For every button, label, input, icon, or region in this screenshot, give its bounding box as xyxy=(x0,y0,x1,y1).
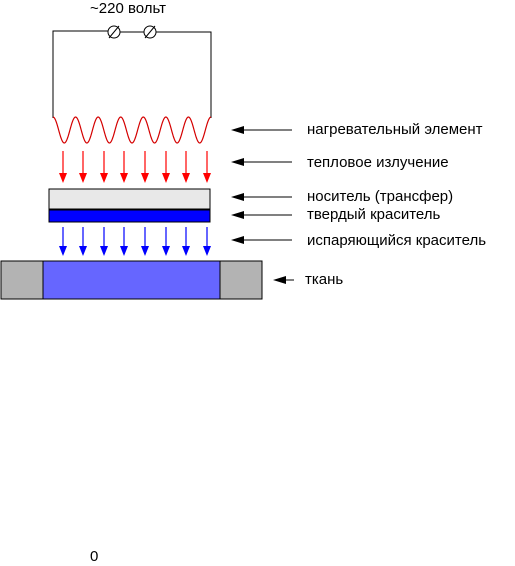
heat-arrow-6 xyxy=(162,151,170,183)
vapor-dye-label: испаряющийся краситель xyxy=(307,232,487,249)
dye-arrow-5 xyxy=(141,227,149,256)
heat-arrow-1 xyxy=(59,151,67,183)
dye-arrow-6 xyxy=(162,227,170,256)
fabric-label: ткань xyxy=(305,271,344,288)
pointer-vapor-dye xyxy=(231,236,292,244)
dye-arrow-3 xyxy=(100,227,108,256)
pointer-radiation xyxy=(231,158,292,166)
right-wire xyxy=(156,31,212,118)
heat-arrow-7 xyxy=(182,151,190,183)
fabric-left-edge xyxy=(0,260,44,300)
pointer-heater xyxy=(231,126,292,134)
solid-dye-label: твердый краситель xyxy=(307,206,441,223)
heat-arrow-5 xyxy=(141,151,149,183)
pointer-arrows xyxy=(231,126,294,284)
heating-coil xyxy=(52,116,212,144)
dye-arrow-4 xyxy=(120,227,128,256)
carrier-plate xyxy=(48,188,211,210)
fabric-center xyxy=(42,260,221,300)
carrier-label: носитель (трансфер) xyxy=(307,188,454,205)
dye-arrow-2 xyxy=(79,227,87,256)
power-circuit xyxy=(52,25,212,118)
footer-number: 0 xyxy=(90,548,99,565)
voltage-label: ~220 вольт xyxy=(90,0,167,17)
dye-arrow-7 xyxy=(182,227,190,256)
heat-arrow-8 xyxy=(203,151,211,183)
fabric-right-edge xyxy=(219,260,263,300)
heat-arrow-4 xyxy=(120,151,128,183)
radiation-label: тепловое излучение xyxy=(307,154,449,171)
heat-arrow-3 xyxy=(100,151,108,183)
dye-arrow-1 xyxy=(59,227,67,256)
pointer-solid-dye xyxy=(231,211,292,219)
dye-arrows xyxy=(59,227,211,256)
heat-arrow-2 xyxy=(79,151,87,183)
heater-label: нагревательный элемент xyxy=(307,121,483,138)
fabric xyxy=(0,260,263,300)
heat-arrows xyxy=(59,151,211,183)
solid-dye-layer xyxy=(48,209,211,223)
pointer-carrier xyxy=(231,193,292,201)
pointer-fabric xyxy=(273,276,294,284)
dye-arrow-8 xyxy=(203,227,211,256)
left-wire xyxy=(52,30,108,118)
